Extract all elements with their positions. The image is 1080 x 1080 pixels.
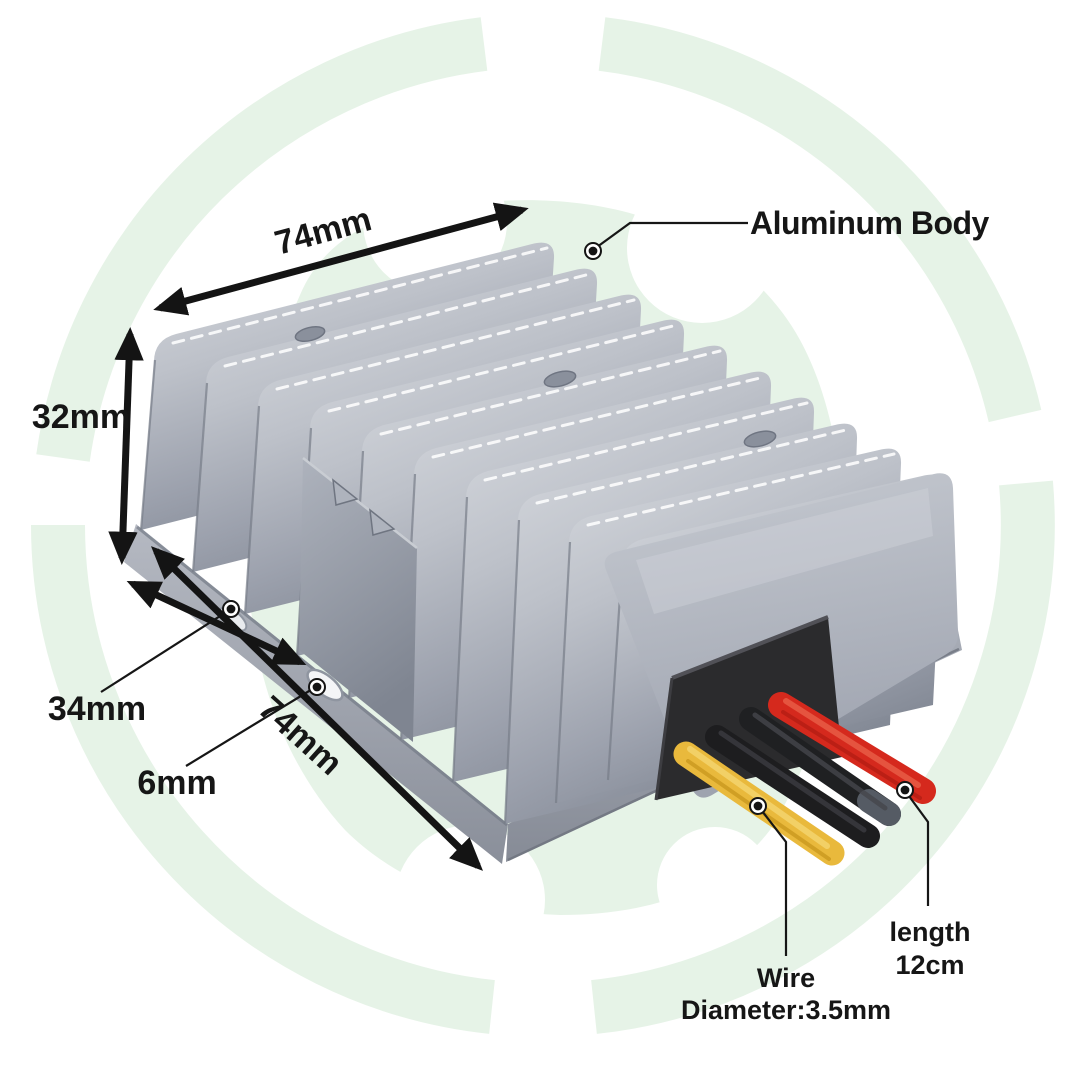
length-label-line2: 12cm [895, 950, 964, 980]
dimension-label-depth: 34mm [48, 690, 146, 728]
dimension-arrow-height [108, 327, 144, 565]
dimension-arrow-width-bottom [150, 546, 484, 871]
aluminum-body-callout-line [596, 221, 748, 248]
depth-callout-line [100, 610, 229, 693]
end-face-sheen [636, 488, 933, 614]
length-label-line1: length [890, 917, 971, 947]
callout-aluminum-body: Aluminum Body [584, 205, 990, 260]
dimension-height: 32mm [32, 327, 144, 565]
wire-black-gray-tip [739, 707, 901, 826]
watermark-notch [627, 173, 777, 323]
fin-top-pad [543, 370, 577, 388]
dimension-arrow-width-top [153, 202, 529, 316]
watermark-ring-arc [36, 17, 488, 462]
length-callout-line [905, 791, 930, 906]
wire-label-line2: Diameter:3.5mm [681, 995, 891, 1025]
watermark-ring-arc [591, 480, 1055, 1034]
fin-top-pad [743, 430, 777, 448]
screw-boss [332, 478, 359, 506]
watermark-notch [657, 827, 773, 943]
watermark-ring-arc [598, 17, 1042, 423]
aluminum-body-callout-dot [584, 242, 602, 260]
fin-top-pad [294, 325, 326, 343]
wire-black [705, 725, 880, 848]
length-callout-dot [896, 781, 914, 799]
wire-red [768, 692, 936, 804]
hole-callout-dot [308, 678, 326, 696]
wire-callout-dot [749, 797, 767, 815]
callout-wire-diameter: Wire Diameter:3.5mm [681, 797, 891, 1025]
wire-label-line1: Wire [757, 963, 815, 993]
screw-boss [369, 508, 396, 536]
dimension-label-hole: 6mm [137, 764, 216, 802]
callout-wire-length: length 12cm [890, 781, 971, 980]
wire-callout-line [758, 806, 788, 956]
dimension-label-height: 32mm [32, 398, 130, 436]
aluminum-body-label: Aluminum Body [750, 205, 990, 241]
heatsink-illustration [124, 242, 962, 866]
